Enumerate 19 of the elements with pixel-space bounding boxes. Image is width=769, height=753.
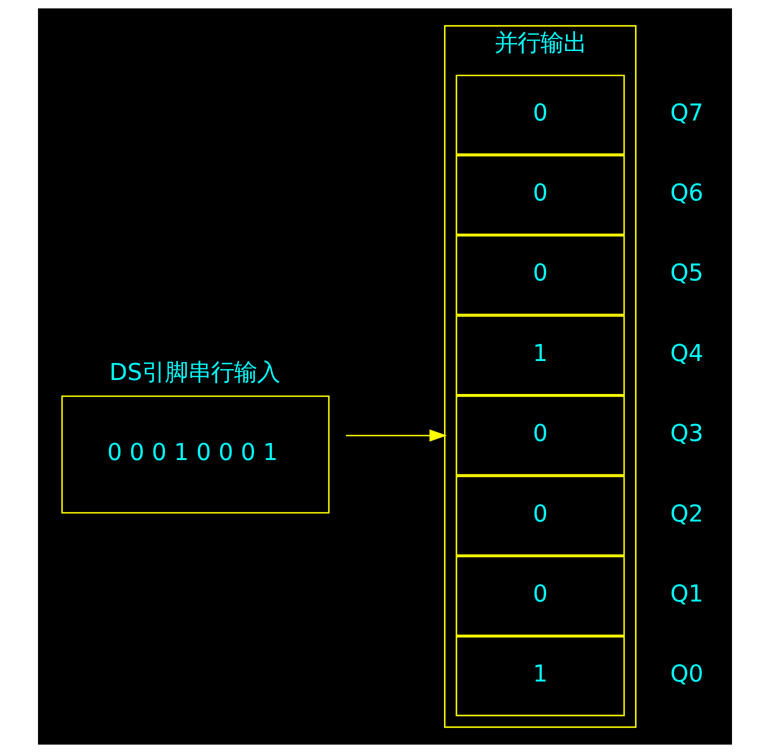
node-box: 0 bbox=[455, 74, 624, 155]
node-label: Q2 bbox=[670, 500, 703, 528]
node-box: 0 bbox=[455, 154, 624, 236]
node-box: 0 bbox=[455, 476, 624, 556]
node-label: Q1 bbox=[670, 580, 703, 608]
node-box: 1 bbox=[455, 636, 624, 716]
node-label: DS引脚串行输入 bbox=[108, 358, 280, 386]
node-box: 0 bbox=[455, 556, 624, 636]
node-box: 1 bbox=[455, 315, 624, 396]
node-label: Q0 bbox=[670, 660, 703, 688]
node-label: Q7 bbox=[670, 99, 703, 126]
node-box: 0 bbox=[455, 235, 624, 316]
node-box: 0 0 0 1 0 0 0 1 bbox=[60, 395, 330, 514]
node-box: 0 bbox=[455, 395, 624, 476]
node-label: Q3 bbox=[670, 420, 703, 448]
node-label: Q4 bbox=[670, 340, 703, 367]
node-label: Q5 bbox=[670, 260, 703, 287]
arrow bbox=[345, 429, 446, 442]
node-label: Q6 bbox=[670, 180, 703, 207]
